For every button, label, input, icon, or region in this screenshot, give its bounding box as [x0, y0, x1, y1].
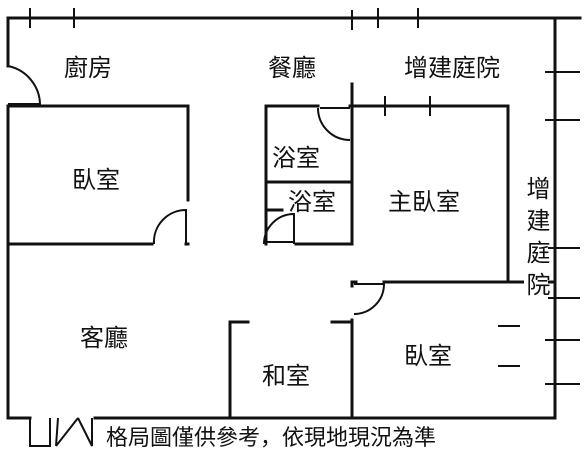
room-label-tatami-room: 和室 [262, 362, 310, 390]
room-label-dining: 餐廳 [268, 54, 316, 82]
door-kitchen [7, 65, 42, 107]
room-label-extension-yard-side: 增建庭院 [522, 176, 550, 304]
floor-plan-disclaimer: 格局圖僅供參考，依現地現況為準 [106, 426, 437, 451]
windows [29, 8, 580, 385]
room-label-bedroom-left: 臥室 [72, 166, 120, 194]
door-bath-2 [263, 212, 295, 245]
room-label-living-room: 客廳 [80, 324, 128, 352]
door-swings [7, 65, 386, 447]
room-label-bath-2: 浴室 [288, 188, 336, 216]
room-label-bedroom-right: 臥室 [404, 342, 452, 370]
door-entrance [29, 417, 93, 447]
door-bedroom-left [152, 208, 187, 245]
room-label-master-bedroom: 主臥室 [388, 188, 460, 216]
room-label-bath-1: 浴室 [272, 144, 320, 172]
door-bath-1 [317, 107, 351, 141]
door-bedroom-right [353, 283, 386, 315]
room-label-kitchen: 廚房 [64, 54, 112, 82]
room-label-extension-yard-top: 增建庭院 [404, 54, 500, 82]
